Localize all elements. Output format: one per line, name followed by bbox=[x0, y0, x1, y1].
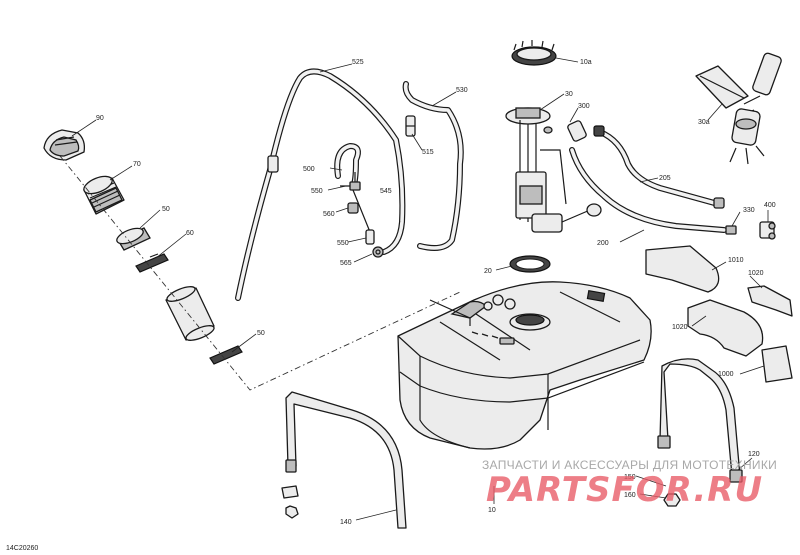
callout-60: 60 bbox=[186, 230, 194, 237]
grommet-565[interactable] bbox=[372, 246, 384, 258]
assembly-centerline-left bbox=[59, 155, 461, 391]
callout-560: 560 bbox=[323, 211, 335, 218]
lower-clamp[interactable] bbox=[209, 345, 243, 365]
fuel-hose-200[interactable] bbox=[569, 147, 727, 233]
callout-10: 10 bbox=[488, 507, 496, 514]
fuel-cap[interactable] bbox=[43, 129, 86, 161]
callout-205: 205 bbox=[659, 175, 671, 182]
diagram-code: 14C20260 bbox=[6, 545, 38, 552]
callout-1020-lower: 1020 bbox=[672, 324, 688, 331]
callout-150: 150 bbox=[624, 474, 636, 481]
quick-connector-400[interactable] bbox=[759, 221, 776, 240]
tank-strap-120[interactable] bbox=[657, 358, 743, 507]
connector-330[interactable] bbox=[725, 225, 737, 235]
vent-hose-525[interactable] bbox=[235, 68, 406, 301]
vent-hose-530[interactable] bbox=[402, 81, 464, 251]
callout-515: 515 bbox=[422, 149, 434, 156]
callout-160: 160 bbox=[624, 492, 636, 499]
callout-525: 525 bbox=[352, 59, 364, 66]
fuel-pump-module[interactable] bbox=[505, 107, 602, 233]
callout-90: 90 bbox=[96, 115, 104, 122]
callout-30a: 30a bbox=[698, 119, 710, 126]
fuel-filter-300[interactable] bbox=[543, 120, 587, 142]
hose-clamp[interactable] bbox=[135, 253, 169, 273]
heat-shield-1020-upper[interactable] bbox=[747, 285, 793, 317]
callout-330: 330 bbox=[743, 207, 755, 214]
tank-strap-140[interactable] bbox=[281, 391, 407, 529]
hose-550[interactable] bbox=[352, 189, 375, 245]
check-valve-515[interactable] bbox=[405, 115, 416, 137]
callout-50-upper: 50 bbox=[162, 206, 170, 213]
callout-10a: 10a bbox=[580, 59, 592, 66]
callout-545: 545 bbox=[380, 188, 392, 195]
heat-shield-1020-lower[interactable] bbox=[687, 299, 764, 357]
heat-shield-1000[interactable] bbox=[761, 345, 793, 383]
watermark-brand: PARTSFOR.RU bbox=[486, 470, 764, 510]
tank-gasket-20[interactable] bbox=[509, 255, 551, 273]
callout-1020-upper: 1020 bbox=[748, 270, 764, 277]
callout-530: 530 bbox=[456, 87, 468, 94]
callout-1000: 1000 bbox=[718, 371, 734, 378]
heat-shield-1010[interactable] bbox=[645, 245, 720, 293]
filler-hose[interactable] bbox=[165, 284, 216, 344]
pump-exploded-30a[interactable] bbox=[695, 52, 782, 165]
callout-565: 565 bbox=[340, 260, 352, 267]
callout-70: 70 bbox=[133, 161, 141, 168]
callout-50-lower: 50 bbox=[257, 330, 265, 337]
fuel-hose-205[interactable] bbox=[593, 125, 725, 209]
callout-140: 140 bbox=[340, 519, 352, 526]
callout-400: 400 bbox=[764, 202, 776, 209]
callout-120: 120 bbox=[748, 451, 760, 458]
callout-labels: 90 70 50 60 50 525 530 515 500 545 550 5… bbox=[96, 59, 776, 526]
filler-ring[interactable] bbox=[115, 225, 151, 251]
callout-550-lower: 550 bbox=[337, 240, 349, 247]
callout-30: 30 bbox=[565, 91, 573, 98]
callout-200: 200 bbox=[597, 240, 609, 247]
valve-560[interactable] bbox=[347, 202, 359, 214]
watermark-tagline: ЗАПЧАСТИ И АКСЕССУАРЫ ДЛЯ МОТОТЕХНИКИ bbox=[482, 458, 778, 472]
callout-300: 300 bbox=[578, 103, 590, 110]
callout-20: 20 bbox=[484, 268, 492, 275]
callout-550-upper: 550 bbox=[311, 188, 323, 195]
filler-neck[interactable] bbox=[81, 173, 125, 215]
callout-1010: 1010 bbox=[728, 257, 744, 264]
lock-ring[interactable] bbox=[511, 40, 557, 66]
fuel-tank[interactable] bbox=[397, 281, 652, 450]
callout-500: 500 bbox=[303, 166, 315, 173]
leader-lines bbox=[71, 57, 769, 521]
